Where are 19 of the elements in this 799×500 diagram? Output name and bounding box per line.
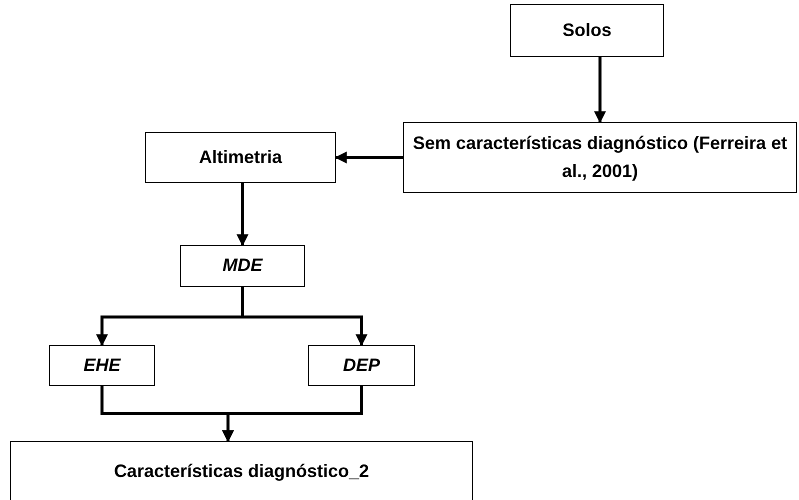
process-box [10,441,473,500]
box-label: EHE [83,354,120,377]
process-box [510,4,664,57]
box-label: DEP [342,354,380,377]
box-label: Sem características diagnóstico (Ferreira et al., 2001) [412,132,788,183]
box-label: Características diagnóstico_2 [114,460,370,484]
box-label: Altimetria [198,146,282,169]
process-box [308,345,415,386]
arrow [594,57,606,124]
arrow [236,183,248,246]
arrow [241,287,368,346]
box-label: Solos [562,18,612,42]
arrow [334,152,403,164]
process-box [145,132,336,183]
process-box [180,245,305,287]
box-label: MDE [222,254,262,278]
process-box [49,345,155,386]
process-box [403,122,797,193]
arrow [222,386,363,442]
